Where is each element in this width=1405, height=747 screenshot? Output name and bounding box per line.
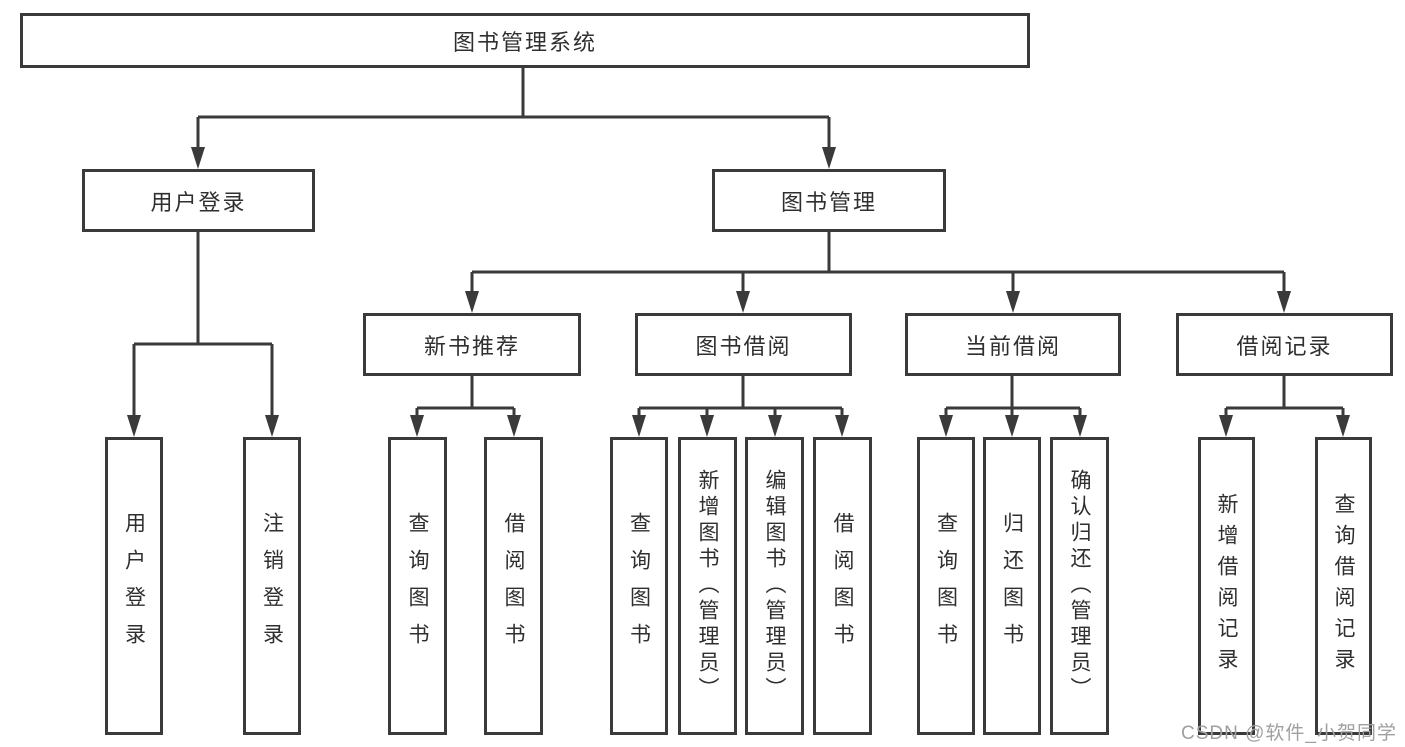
node-book-borrow: 图书借阅 xyxy=(635,313,852,376)
leaf-borrow-query-books: 查询图书 xyxy=(610,437,668,735)
leaf-logout: 注销登录 xyxy=(243,437,301,735)
node-user-login: 用户登录 xyxy=(82,169,315,232)
leaf-add-borrow-record: 新增借阅记录 xyxy=(1198,437,1255,735)
leaf-borrow-books: 借阅图书 xyxy=(813,437,872,735)
node-current-borrow: 当前借阅 xyxy=(905,313,1121,376)
node-new-book-recommend: 新书推荐 xyxy=(363,313,581,376)
node-book-management: 图书管理 xyxy=(712,169,946,232)
leaf-current-query-books: 查询图书 xyxy=(917,437,975,735)
arrowheads xyxy=(127,147,1350,437)
node-borrow-record: 借阅记录 xyxy=(1176,313,1393,376)
leaf-confirm-return-admin: 确认归还（管理员） xyxy=(1050,437,1109,735)
leaf-query-borrow-record: 查询借阅记录 xyxy=(1315,437,1372,735)
leaf-return-books: 归还图书 xyxy=(983,437,1041,735)
leaf-add-books-admin: 新增图书（管理员） xyxy=(678,437,737,735)
leaf-newbook-borrow-books: 借阅图书 xyxy=(484,437,543,735)
leaf-edit-books-admin: 编辑图书（管理员） xyxy=(745,437,804,735)
node-root-system: 图书管理系统 xyxy=(20,13,1030,68)
leaf-newbook-query-books: 查询图书 xyxy=(388,437,447,735)
leaf-user-login: 用户登录 xyxy=(105,437,163,735)
csdn-watermark: CSDN @软件_小贺同学 xyxy=(1181,723,1397,744)
